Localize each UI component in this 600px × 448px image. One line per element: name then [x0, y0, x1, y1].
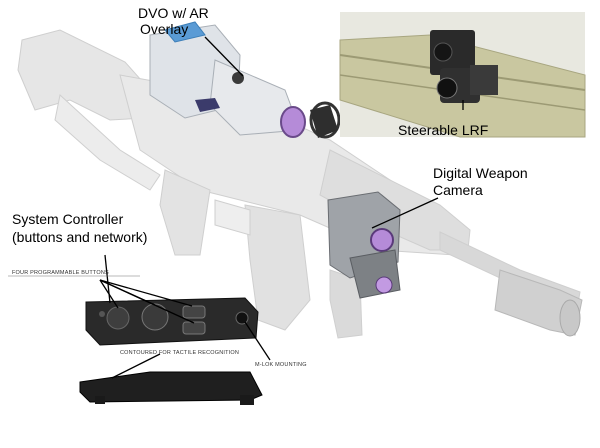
- dvo-label-line1: DVO w/ AR: [138, 5, 209, 21]
- system-controller-top: [85, 297, 259, 346]
- controller-label-line1: System Controller: [12, 211, 124, 227]
- callout-buttons: FOUR PROGRAMMABLE BUTTONS: [12, 270, 109, 276]
- dvo-optic: [149, 21, 341, 139]
- callout-mlok: M-LOK MOUNTING: [255, 362, 307, 368]
- camera-label-line1: Digital Weapon: [433, 165, 528, 181]
- controller-label-line2: (buttons and network): [12, 229, 148, 245]
- camera-label-line2: Camera: [433, 182, 483, 198]
- weapon-camera: [327, 191, 401, 299]
- system-controller-side: [79, 371, 263, 405]
- callout-contoured: CONTOURED FOR TACTILE RECOGNITION: [120, 350, 240, 356]
- lrf-inset: [339, 12, 586, 138]
- dvo-label-line2: Overlay: [140, 21, 189, 37]
- lrf-label: Steerable LRF: [398, 122, 489, 138]
- leader-lines: [99, 36, 464, 379]
